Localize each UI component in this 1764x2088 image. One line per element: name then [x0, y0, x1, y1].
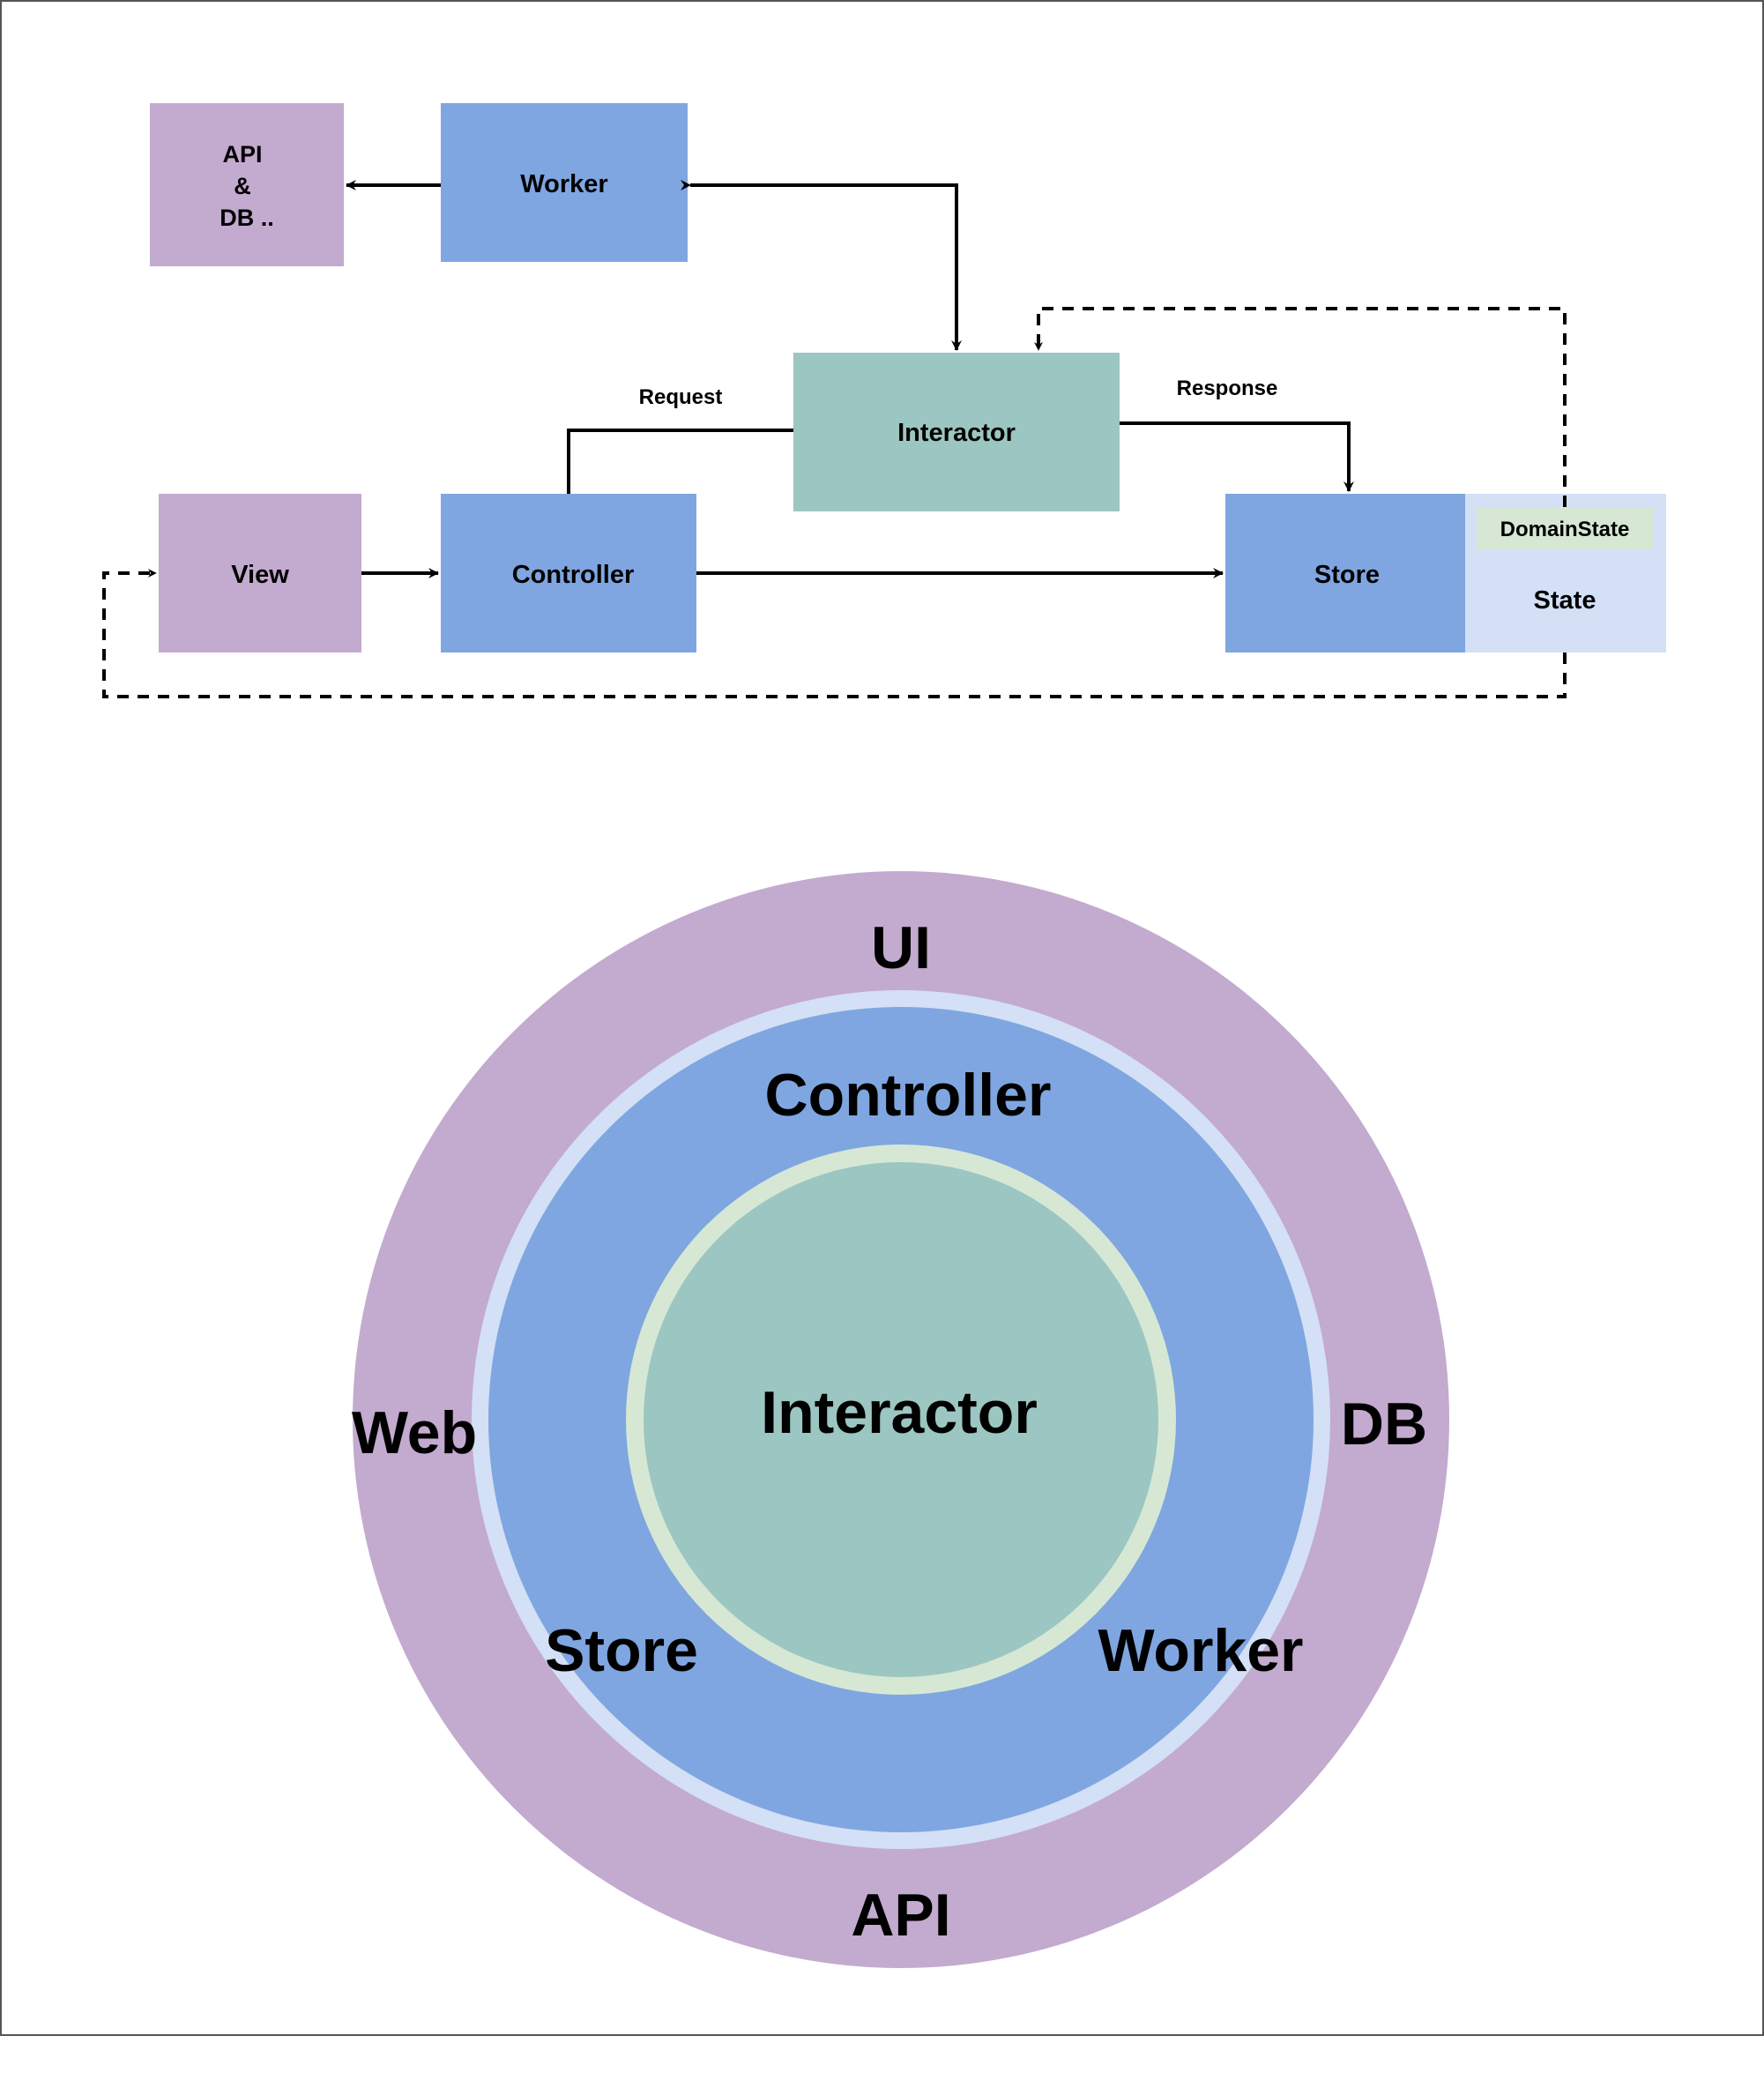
response-arrow [1120, 421, 1354, 492]
store-box [1225, 494, 1465, 652]
interactor-node: Interactor [793, 353, 1120, 511]
controller-label: Controller [512, 561, 635, 589]
api-db-node: API & DB .. [150, 103, 344, 266]
response-label: Response [1177, 377, 1278, 400]
worker-label: Worker [520, 170, 607, 198]
api-db-line-3: DB .. [220, 205, 274, 231]
interactor-core-label: Interactor [761, 1379, 1038, 1446]
api-layer-label: API [851, 1882, 950, 1949]
core-circle [644, 1162, 1158, 1677]
db-layer-label: DB [1341, 1391, 1427, 1458]
interactor-label: Interactor [897, 419, 1016, 447]
view-node: View [159, 494, 361, 652]
state-node: DomainState State [1465, 494, 1666, 652]
controller-box [441, 494, 696, 652]
store-node: Store [1225, 494, 1465, 652]
state-label: State [1534, 586, 1597, 615]
request-label: Request [639, 385, 723, 409]
page-frame [0, 0, 1764, 2036]
view-label: View [231, 561, 289, 589]
ui-layer-label: UI [871, 914, 931, 981]
domain-state-box [1477, 507, 1653, 549]
controller-layer-label: Controller [765, 1062, 1052, 1129]
worker-layer-label: Worker [1098, 1617, 1303, 1684]
web-layer-label: Web [352, 1399, 477, 1466]
api-db-box [150, 103, 344, 266]
worker-box [441, 103, 688, 262]
view-box [159, 494, 361, 652]
domain-state-label: DomainState [1500, 518, 1630, 541]
state-to-view-dashed-arrow [102, 569, 1567, 698]
worker-interactor-arrow [681, 180, 962, 351]
worker-node: Worker [441, 103, 688, 262]
layer-rings: UI Web DB API Controller Store Worker In… [352, 871, 1449, 1968]
interactor-box [793, 353, 1120, 511]
store-label: Store [1314, 561, 1380, 589]
request-connector [567, 429, 793, 494]
controller-node: Controller [441, 494, 696, 652]
store-layer-label: Store [545, 1617, 698, 1684]
api-db-line-2: & [234, 173, 251, 199]
api-db-line-1: API [222, 141, 262, 168]
